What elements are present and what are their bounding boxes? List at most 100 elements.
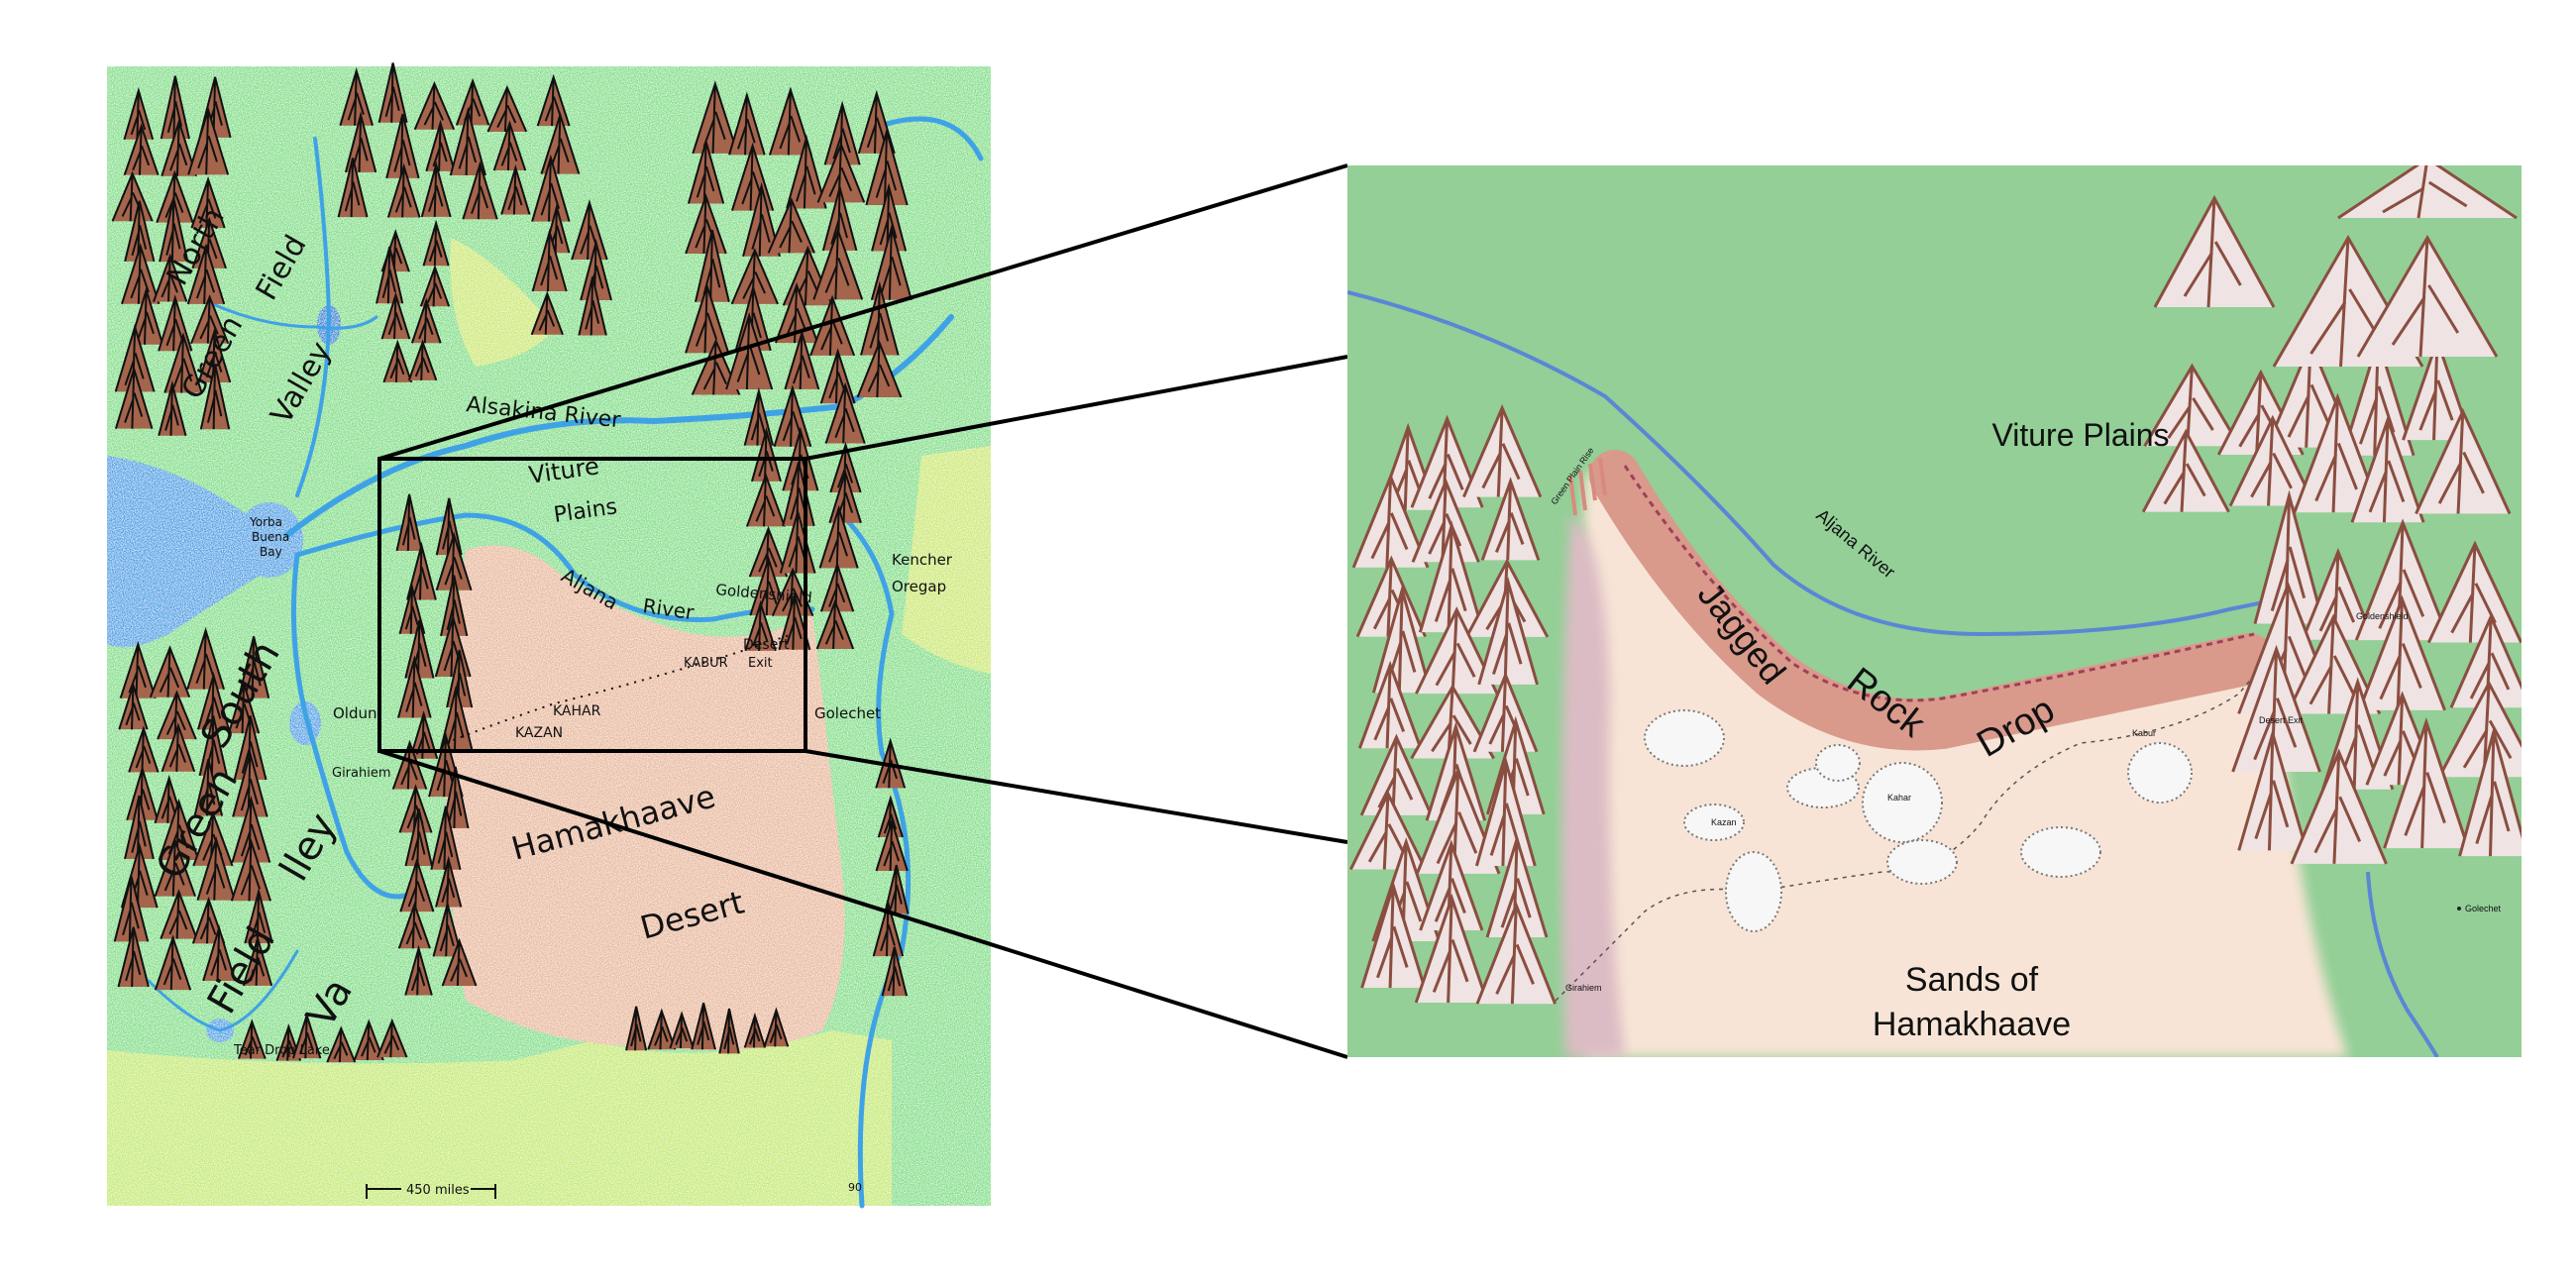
mountain-icon <box>187 106 230 175</box>
mountain-icon <box>1414 893 1489 1004</box>
mountain-icon <box>1472 671 1539 753</box>
mountain-icon <box>2426 540 2522 644</box>
mountain-icon <box>190 175 226 229</box>
mountain-icon <box>856 340 903 398</box>
mountain-icon <box>339 66 375 126</box>
mountain-icon <box>1357 660 1423 749</box>
mountain-icon <box>694 230 730 302</box>
sketch-river-north <box>295 137 332 497</box>
mountain-icon <box>2357 594 2446 711</box>
mountain-icon <box>784 329 820 390</box>
mountain-icon <box>816 142 866 203</box>
label-kabur: KABUR <box>684 656 728 671</box>
mountain-icon <box>397 902 431 949</box>
mountain-icon <box>123 123 160 175</box>
detail-label-sands-of: Sands of <box>1905 961 2039 999</box>
label-bay: Bay <box>260 545 282 559</box>
sketch-river-east <box>839 512 912 1209</box>
mountain-icon <box>578 276 607 336</box>
sketch-lime-patch-north <box>450 238 555 367</box>
mountain-icon <box>877 795 904 838</box>
detail-east-river <box>2366 871 2439 1057</box>
label-golechet: Golechet <box>814 704 881 722</box>
mountain-icon <box>121 243 161 305</box>
mountain-icon <box>419 264 451 307</box>
rock-outcrop <box>1815 744 1861 782</box>
mountain-icon <box>771 567 814 617</box>
detail-label-kazan: Kazan <box>1711 817 1737 827</box>
mountain-icon <box>725 312 774 390</box>
mountain-icon <box>486 84 528 133</box>
detail-mountain-range <box>1348 165 2522 1005</box>
sketch-trail <box>445 633 794 744</box>
detail-map: Viture Plains Aljana River Jagged Rock D… <box>1347 165 2522 1057</box>
mountain-icon <box>1410 414 1484 508</box>
sketch-map: North Green Field Valley Alsakina River … <box>107 62 991 1209</box>
mountain-icon <box>114 323 156 392</box>
label-yorba: Yorba <box>249 515 282 529</box>
mountain-icon <box>186 626 225 690</box>
mountain-icon <box>2356 235 2499 358</box>
mountain-icon <box>159 197 189 263</box>
mountain-icon <box>191 216 227 269</box>
mountain-icon <box>2237 728 2308 851</box>
mountain-icon <box>435 531 473 591</box>
sketch-sea <box>107 456 277 648</box>
mountain-icon <box>441 766 470 829</box>
mountain-icon <box>406 541 437 600</box>
mountain-icon <box>199 364 231 430</box>
mountain-icon <box>872 899 905 957</box>
label-oldun: Oldun <box>333 704 377 722</box>
mountain-icon <box>884 864 910 914</box>
mountain-icon <box>154 934 192 991</box>
mountain-icon <box>1415 606 1499 695</box>
mountain-icon <box>449 106 486 176</box>
jagged-rock-drop <box>1589 450 2275 751</box>
mountain-icon <box>124 200 156 263</box>
mountain-icon <box>2350 414 2425 523</box>
mountain-icon <box>728 91 766 156</box>
mountain-icon <box>815 598 855 650</box>
mountain-icon <box>2143 363 2241 447</box>
mountain-icon <box>1371 584 1433 694</box>
mountain-icon <box>1462 404 1543 498</box>
mountain-icon <box>157 690 197 740</box>
label-tear-drop-lake: Tear Drop Lake <box>233 1043 330 1058</box>
mountain-icon <box>2383 716 2470 849</box>
label-kahar: KAHAR <box>553 703 601 719</box>
mountain-icon <box>337 158 369 218</box>
mountain-icon <box>123 86 155 141</box>
detail-label-goldenshield: Goldenshield <box>2356 611 2409 621</box>
mountain-icon <box>398 784 433 833</box>
mountain-icon <box>124 796 155 860</box>
sketch-bay <box>236 502 303 578</box>
mountain-icon <box>404 808 433 867</box>
mountain-icon <box>395 493 423 552</box>
mountain-icon <box>244 887 273 944</box>
mountain-icon <box>430 805 462 870</box>
mountain-icon <box>718 1008 740 1054</box>
mountain-icon <box>531 154 571 222</box>
mountain-icon <box>422 219 450 267</box>
label-buena: Buena <box>252 530 289 544</box>
mountain-icon <box>685 193 727 255</box>
mountain-icon <box>1475 901 1556 1005</box>
mountain-icon <box>291 1012 322 1059</box>
zoom-box <box>377 457 807 753</box>
mountain-icon <box>1480 477 1541 561</box>
label-kencher: Kencher <box>892 551 953 569</box>
mountain-icon <box>745 473 786 527</box>
mountain-icon <box>823 100 861 165</box>
mountain-icon <box>531 228 568 292</box>
mountain-icon <box>114 365 154 429</box>
mountain-icon <box>625 1006 648 1051</box>
sketch-river-north-branch <box>196 295 378 330</box>
detail-label-kahar: Kahar <box>1887 793 1911 803</box>
mountain-icon <box>113 876 150 942</box>
mountain-icon <box>399 857 435 912</box>
mountain-icon <box>196 835 236 901</box>
mountain-icon <box>376 1018 408 1058</box>
detail-trail <box>1555 598 2329 1002</box>
sketch-lime-plain <box>107 1030 892 1206</box>
